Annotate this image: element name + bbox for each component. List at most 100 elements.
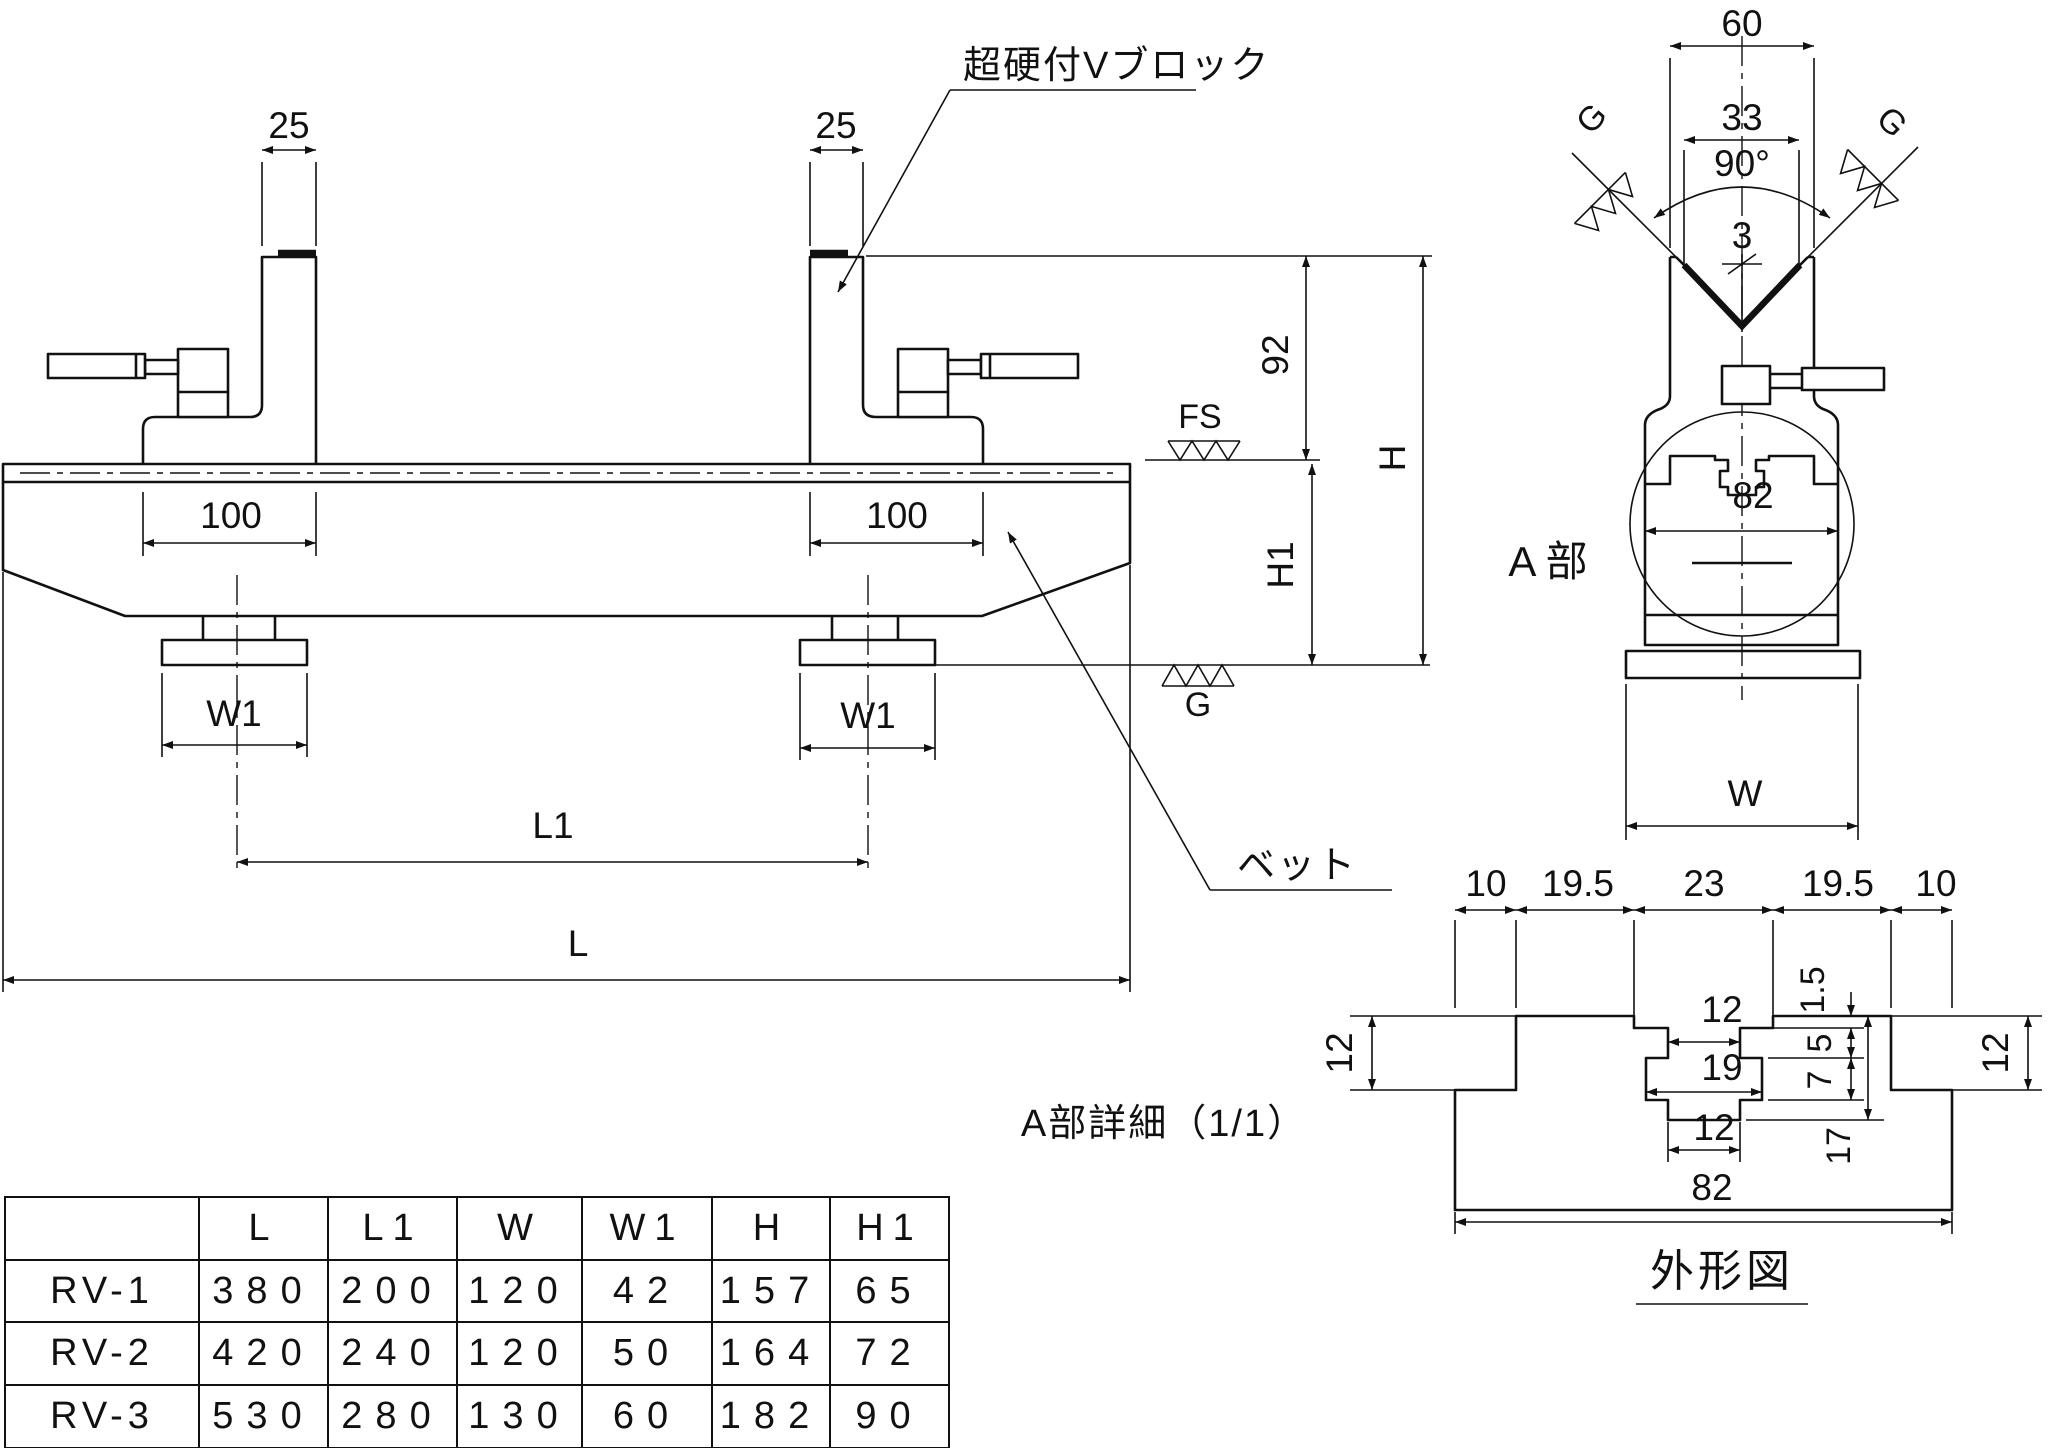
dim-total-length: L [568,923,589,964]
cell: 240 [327,1321,458,1386]
cell: 50 [581,1321,713,1386]
dim-neck: 5 [1801,1034,1839,1053]
dim-slot-bottom: 12 [1693,1107,1734,1148]
cell: 157 [711,1259,831,1323]
dim-post-left: 25 [268,105,309,146]
col-header-h1: H1 [829,1196,950,1261]
dim-foot-right: W1 [840,695,896,736]
dim-tip-depth: 3 [1732,215,1753,256]
cell: 120 [456,1259,583,1323]
dim-foot-left: W1 [206,693,262,734]
cell: 42 [581,1259,713,1323]
dim-right-depth: 12 [1975,1032,2016,1073]
foot-stems [201,616,900,640]
finish-label-top: FS [1178,398,1221,436]
table-header-row: L L1 W W1 H H1 [4,1196,950,1261]
rail-section-profile [1645,454,1838,497]
dim-block-left: 100 [200,495,262,536]
front-view: G FS 25 25 100 100 W1 W1 L1 [1,105,1432,992]
cell: 380 [198,1259,329,1323]
v-face-extensions [1571,146,1919,258]
row-model: RV-3 [4,1384,200,1448]
cell: 65 [829,1259,950,1323]
outline-caption: 外形図 [1650,1247,1794,1296]
foot-pad-left [160,638,309,667]
detail-view: 10 19.5 23 19.5 10 12 19 12 1.5 5 7 17 1… [1021,863,2042,1305]
dim-slot-top: 12 [1701,989,1742,1030]
dim-body-width: 82 [1732,475,1773,516]
cell: 164 [711,1321,831,1386]
detail-ref-lines [1350,1015,2042,1091]
finish-label-right: G [1869,99,1915,145]
dim-detail-top-2: 23 [1683,863,1724,904]
cell: 280 [327,1384,458,1448]
dim-detail-top-3: 19.5 [1802,863,1874,904]
cell: 530 [198,1384,329,1448]
dim-top-width: 60 [1721,3,1762,44]
spec-table: L L1 W W1 H H1 RV-1 380 200 120 42 157 6… [4,1196,950,1448]
clamp-block-right [896,347,950,419]
vblock-left [141,255,318,464]
vblock-right [808,255,985,464]
callouts: 超硬付Vブロック ベット [837,45,1392,891]
clamp-rod-right [946,358,983,376]
detail-circle-a [1629,411,1855,637]
finish-symbol-left [1573,171,1634,232]
dim-bed-height: H1 [1260,541,1301,588]
finish-label-bottom: G [1185,686,1211,724]
col-header-l: L [198,1196,329,1261]
cell: 182 [711,1384,831,1448]
finish-symbol-bottom [1161,663,1235,688]
clamp-rod-left [143,358,180,376]
side-clamp-handle [1800,366,1886,392]
dim-v-opening: 33 [1721,97,1762,138]
dim-left-depth: 12 [1319,1032,1360,1073]
cell: 130 [456,1384,583,1448]
dim-detail-top-1: 19.5 [1542,863,1614,904]
table-row: RV-3 530 280 130 60 182 90 [4,1384,950,1448]
dim-span: L1 [532,805,573,846]
dim-detail-overall: 82 [1691,1167,1732,1208]
finish-label-left: G [1569,96,1615,141]
detail-profile [1453,1014,1954,1212]
dim-step: 1.5 [1794,966,1832,1013]
detail-title: A部詳細（1/1） [1021,1103,1307,1145]
column-outline [1643,257,1840,647]
clamp-handle-right [979,352,1080,380]
cell: 120 [456,1321,583,1386]
col-header-w: W [456,1196,583,1261]
row-model: RV-2 [4,1321,200,1386]
side-clamp-block [1720,364,1772,406]
dim-overall-height: H [1372,445,1413,472]
dim-detail-top-4: 10 [1915,863,1956,904]
table-corner-cell [4,1196,200,1261]
cell: 72 [829,1321,950,1386]
cell: 90 [829,1384,950,1448]
col-header-l1: L1 [327,1196,458,1261]
dim-block-right: 100 [866,495,928,536]
finish-symbol-top [1167,439,1241,462]
tip-dim-marks [1722,253,1762,332]
side-base-plate [1624,649,1862,680]
angle-arc [1653,186,1831,219]
side-view: G G 60 33 90° 3 82 W A 部 [1508,3,1919,840]
callout-bed: ベット [1237,845,1357,887]
finish-symbol-right [1839,148,1900,209]
col-header-h: H [711,1196,831,1261]
table-row: RV-1 380 200 120 42 157 65 [4,1259,950,1323]
row-model: RV-1 [4,1259,200,1323]
cell: 60 [581,1384,713,1448]
dim-mid: 7 [1801,1071,1839,1090]
dim-post-right: 25 [815,105,856,146]
leader-bed [1007,531,1211,891]
dim-slot-mid: 19 [1701,1047,1742,1088]
dim-total-depth: 17 [1820,1127,1858,1165]
cell: 420 [198,1321,329,1386]
dim-base-width: W [1728,773,1763,814]
clamp-handle-left [46,352,147,380]
leader-vblock [837,89,951,293]
dim-upper-height: 92 [1255,334,1296,375]
cell: 200 [327,1259,458,1323]
